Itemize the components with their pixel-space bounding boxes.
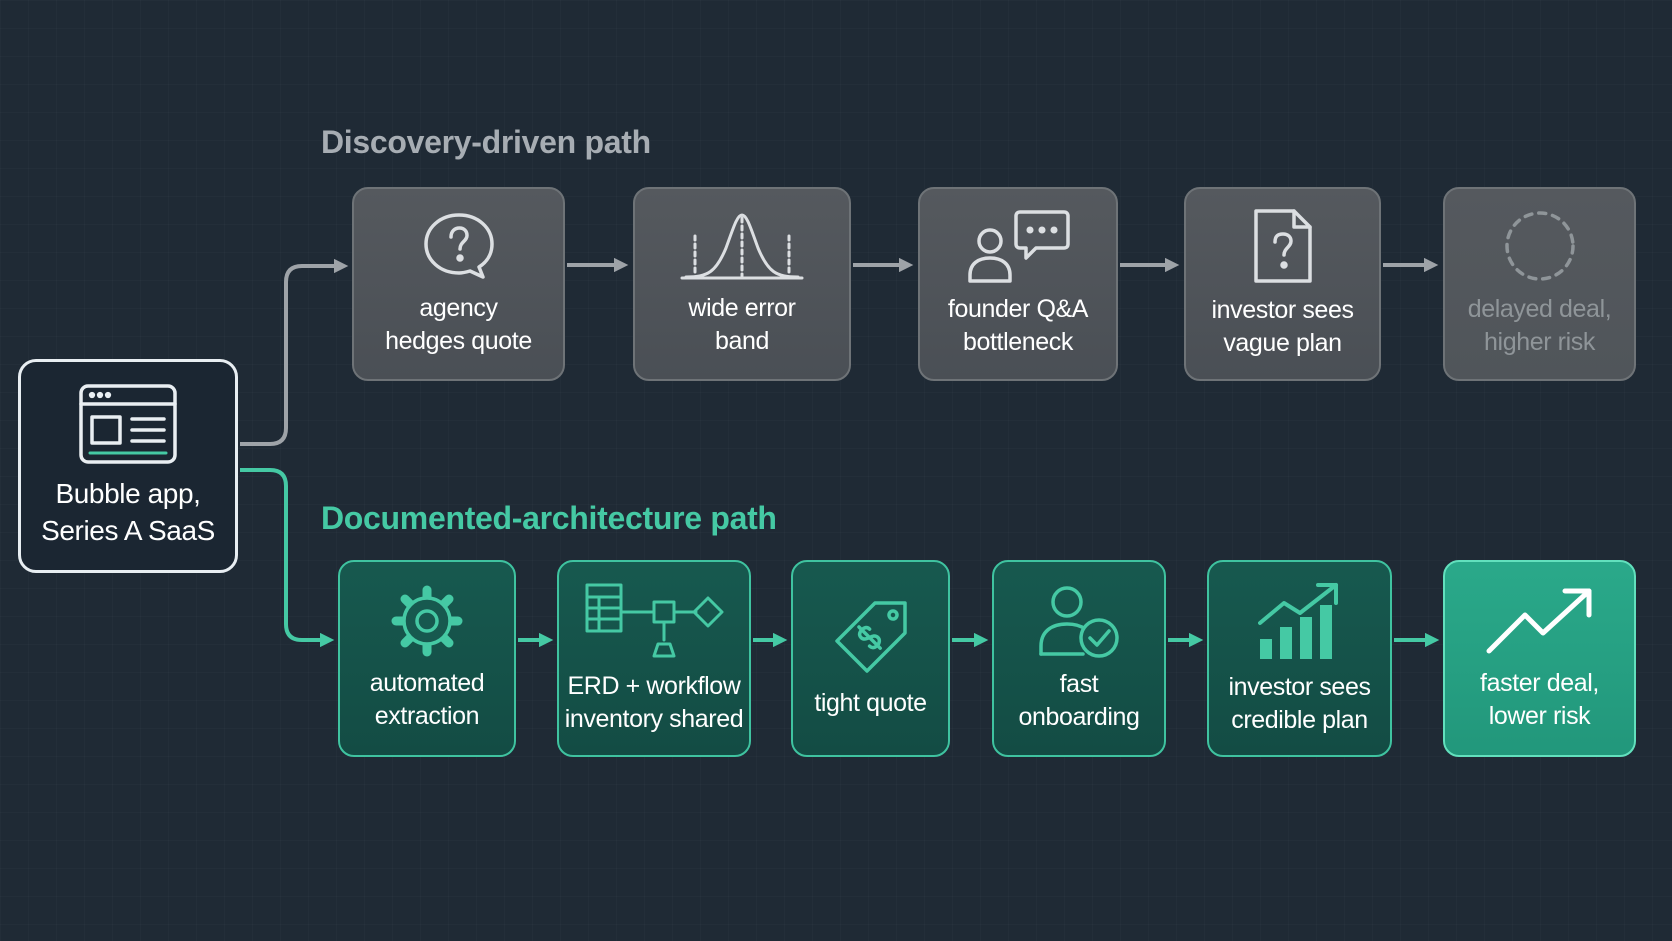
documented-step-automated-extraction: automated extraction bbox=[338, 560, 516, 757]
step-label: automated extraction bbox=[369, 668, 485, 730]
documented-path-title: Documented-architecture path bbox=[321, 500, 777, 536]
documented-step-tight-quote: tight quote bbox=[791, 560, 950, 757]
step-label: investor sees vague plan bbox=[1211, 296, 1354, 357]
step-label: delayed deal, higher risk bbox=[1467, 295, 1612, 356]
discovery-step-founder-qa-bottleneck: founder Q&A bottleneck bbox=[918, 187, 1118, 381]
app-window-icon bbox=[79, 384, 177, 464]
step-label: founder Q&A bottleneck bbox=[947, 295, 1089, 356]
source-label: Bubble app, Series A SaaS bbox=[41, 478, 215, 546]
step-label: tight quote bbox=[814, 689, 927, 717]
step-label: ERD + workflow inventory shared bbox=[564, 671, 744, 733]
bar-chart-trend-icon bbox=[1257, 582, 1338, 659]
discovery-step-wide-error-band: wide error band bbox=[633, 187, 851, 381]
gear-icon bbox=[391, 585, 463, 656]
discovery-step-investor-sees-vague-plan: investor sees vague plan bbox=[1184, 187, 1381, 381]
source-node: Bubble app, Series A SaaS bbox=[18, 359, 238, 573]
branch-connector-discovery bbox=[240, 258, 349, 446]
branch-connector-documented bbox=[240, 468, 335, 648]
documented-step-fast-onboarding: fast onboarding bbox=[992, 560, 1166, 757]
question-bubble-icon bbox=[423, 213, 494, 279]
documented-step-faster-deal: faster deal, lower risk bbox=[1443, 560, 1636, 757]
documented-step-erd-workflow-inventory: ERD + workflow inventory shared bbox=[557, 560, 751, 757]
discovery-step-delayed-deal: delayed deal, higher risk bbox=[1443, 187, 1636, 381]
discovery-step-agency-hedges-quote: agency hedges quote bbox=[352, 187, 565, 381]
trend-up-arrow-icon bbox=[1486, 588, 1591, 653]
discovery-path-title: Discovery-driven path bbox=[321, 124, 651, 160]
question-document-icon bbox=[1253, 209, 1312, 283]
step-label: fast onboarding bbox=[1018, 669, 1140, 731]
dashed-circle-icon bbox=[1504, 211, 1575, 281]
step-label: investor sees credible plan bbox=[1228, 672, 1371, 734]
step-label: wide error band bbox=[688, 294, 796, 355]
person-check-icon bbox=[1039, 585, 1119, 658]
step-label: agency hedges quote bbox=[385, 294, 532, 355]
erd-workflow-icon bbox=[585, 583, 724, 657]
person-chat-icon bbox=[968, 210, 1070, 283]
step-label: faster deal, lower risk bbox=[1480, 668, 1599, 730]
price-tag-icon bbox=[834, 601, 907, 673]
bell-curve-icon bbox=[680, 213, 804, 280]
documented-step-investor-sees-credible-plan: investor sees credible plan bbox=[1207, 560, 1392, 757]
